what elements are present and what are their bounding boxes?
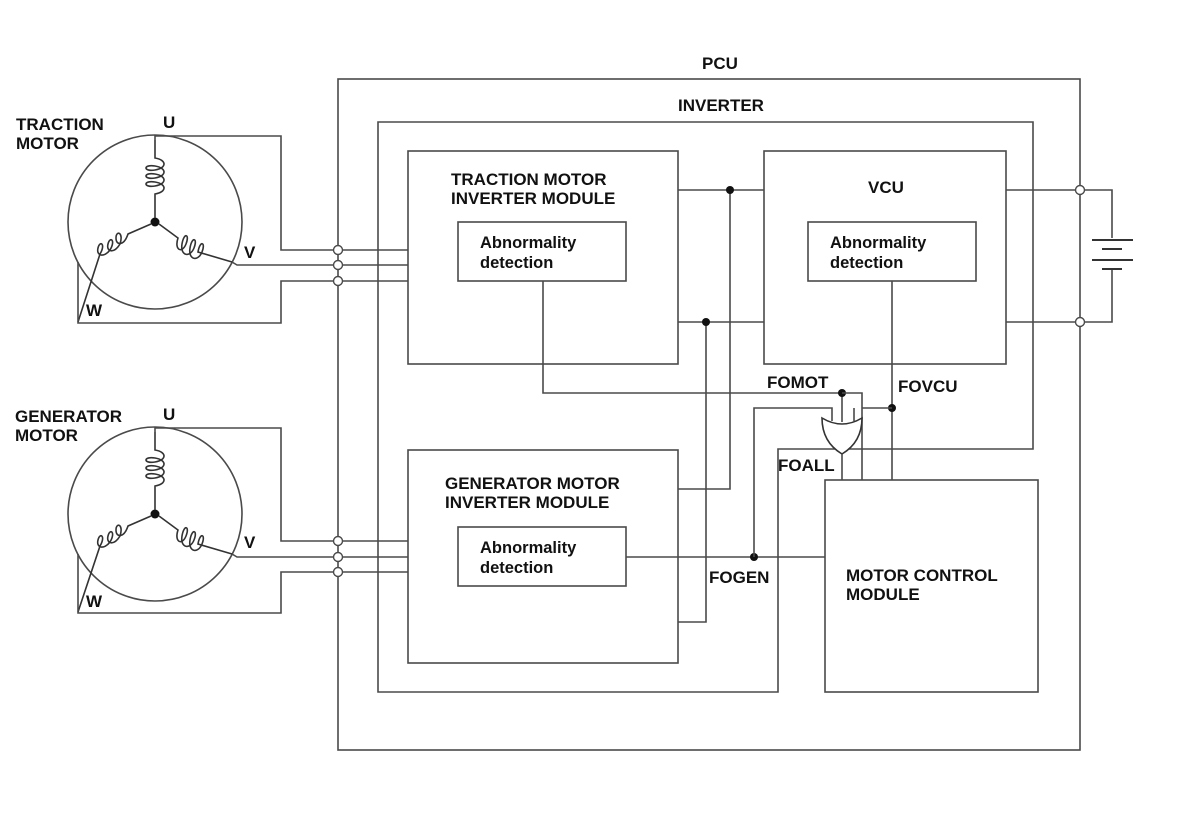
traction-u-wire xyxy=(154,135,408,251)
foall-label: FOALL xyxy=(778,456,835,475)
junction-dot xyxy=(726,186,734,194)
generator-u-wire xyxy=(154,427,408,542)
traction-v-label: V xyxy=(244,243,256,262)
battery-symbol xyxy=(1092,239,1133,270)
fomot-wire xyxy=(542,281,843,404)
motor-control-title-1: MOTOR CONTROL xyxy=(846,566,998,585)
terminal xyxy=(1074,184,1086,196)
generator-motor-label-2: MOTOR xyxy=(15,426,78,445)
pcu-label: PCU xyxy=(702,54,738,73)
generator-v-wire xyxy=(231,553,408,558)
generator-motor-label-1: GENERATOR xyxy=(15,407,122,426)
generator-module-title-2: INVERTER MODULE xyxy=(445,493,609,512)
traction-module-title-2: INVERTER MODULE xyxy=(451,189,615,208)
fomot-label: FOMOT xyxy=(767,373,829,392)
traction-motor-inverter-module: TRACTION MOTOR INVERTER MODULE Abnormali… xyxy=(407,150,679,365)
generator-negative-link xyxy=(678,322,707,623)
battery-positive-wire xyxy=(1006,189,1113,238)
terminal xyxy=(332,535,344,547)
or-gate xyxy=(821,416,863,455)
inverter-box xyxy=(377,121,1034,693)
vcu-title: VCU xyxy=(868,178,904,197)
generator-u-label: U xyxy=(163,405,175,424)
generator-module-title-1: GENERATOR MOTOR xyxy=(445,474,620,493)
detect-label-1: Abnormality xyxy=(480,234,577,252)
terminal xyxy=(332,244,344,256)
inverter-label: INVERTER xyxy=(678,96,764,115)
traction-abnormality-detection xyxy=(457,221,627,282)
traction-motor-label-2: MOTOR xyxy=(16,134,79,153)
traction-motor: TRACTION MOTOR U V W xyxy=(16,113,256,323)
terminal xyxy=(332,275,344,287)
neutral-dot xyxy=(150,217,160,227)
generator-positive-link xyxy=(678,190,731,490)
battery-negative-wire xyxy=(1006,270,1113,323)
motor-control-module: MOTOR CONTROL MODULE xyxy=(824,479,1039,693)
motor-control-title-2: MODULE xyxy=(846,585,920,604)
generator-v-label: V xyxy=(244,533,256,552)
traction-w-wire xyxy=(77,262,408,324)
traction-module-title-1: TRACTION MOTOR xyxy=(451,170,607,189)
detect-label-1: Abnormality xyxy=(830,234,927,252)
terminal xyxy=(332,259,344,271)
terminal xyxy=(1074,316,1086,328)
terminal xyxy=(332,551,344,563)
generator-w-label: W xyxy=(86,592,103,611)
detect-label-1: Abnormality xyxy=(480,539,577,557)
junction-dot xyxy=(702,318,710,326)
fogen-label: FOGEN xyxy=(709,568,769,587)
generator-motor-inverter-module: GENERATOR MOTOR INVERTER MODULE Abnormal… xyxy=(407,449,679,664)
traction-w-label: W xyxy=(86,301,103,320)
detect-label-2: detection xyxy=(830,254,903,272)
traction-v-wire xyxy=(231,261,408,266)
traction-u-label: U xyxy=(163,113,175,132)
neutral-dot xyxy=(150,509,160,519)
fovcu-label: FOVCU xyxy=(898,377,958,396)
vcu-module: VCU Abnormality detection xyxy=(763,150,1007,365)
detect-label-2: detection xyxy=(480,254,553,272)
traction-motor-label-1: TRACTION xyxy=(16,115,104,134)
detect-label-2: detection xyxy=(480,559,553,577)
terminal xyxy=(332,566,344,578)
generator-motor: GENERATOR MOTOR U V W xyxy=(15,405,256,613)
fogen-gate-input xyxy=(753,407,833,557)
generator-w-wire xyxy=(77,554,408,614)
pcu-box xyxy=(337,78,1081,751)
fomot-to-mcm-wire xyxy=(842,392,863,480)
